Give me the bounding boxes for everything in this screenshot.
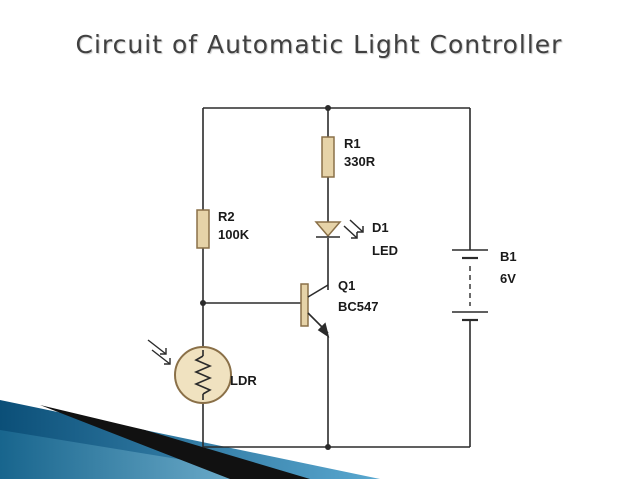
- q1-value-label: BC547: [338, 299, 378, 314]
- led-emission-arrows-icon: [343, 219, 364, 239]
- junction-bottom: [325, 444, 331, 450]
- junction-top: [325, 105, 331, 111]
- wires: [202, 107, 471, 448]
- q1-ref-label: Q1: [338, 278, 355, 293]
- b1-battery: [452, 249, 488, 322]
- b1-value-label: 6V: [500, 271, 516, 286]
- r2-ref-label: R2: [218, 209, 235, 224]
- slide-title: Circuit of Automatic Light Controller: [75, 30, 563, 59]
- r2-resistor: [196, 209, 210, 249]
- ldr-sensor: [147, 339, 232, 404]
- d1-value-label: LED: [372, 243, 398, 258]
- d1-ref-label: D1: [372, 220, 389, 235]
- r1-value-label: 330R: [344, 154, 376, 169]
- r1-resistor: [321, 136, 335, 178]
- b1-ref-label: B1: [500, 249, 517, 264]
- ldr-light-arrows-icon: [147, 339, 171, 365]
- r2-value-label: 100K: [218, 227, 250, 242]
- ldr-ref-label: LDR: [230, 373, 257, 388]
- corner-decoration: [0, 400, 380, 479]
- black-wedge: [40, 405, 310, 479]
- d1-led: [314, 219, 364, 239]
- r1-ref-label: R1: [344, 136, 361, 151]
- junctions: [200, 105, 331, 450]
- junction-base: [200, 300, 206, 306]
- q1-transistor: [300, 283, 330, 338]
